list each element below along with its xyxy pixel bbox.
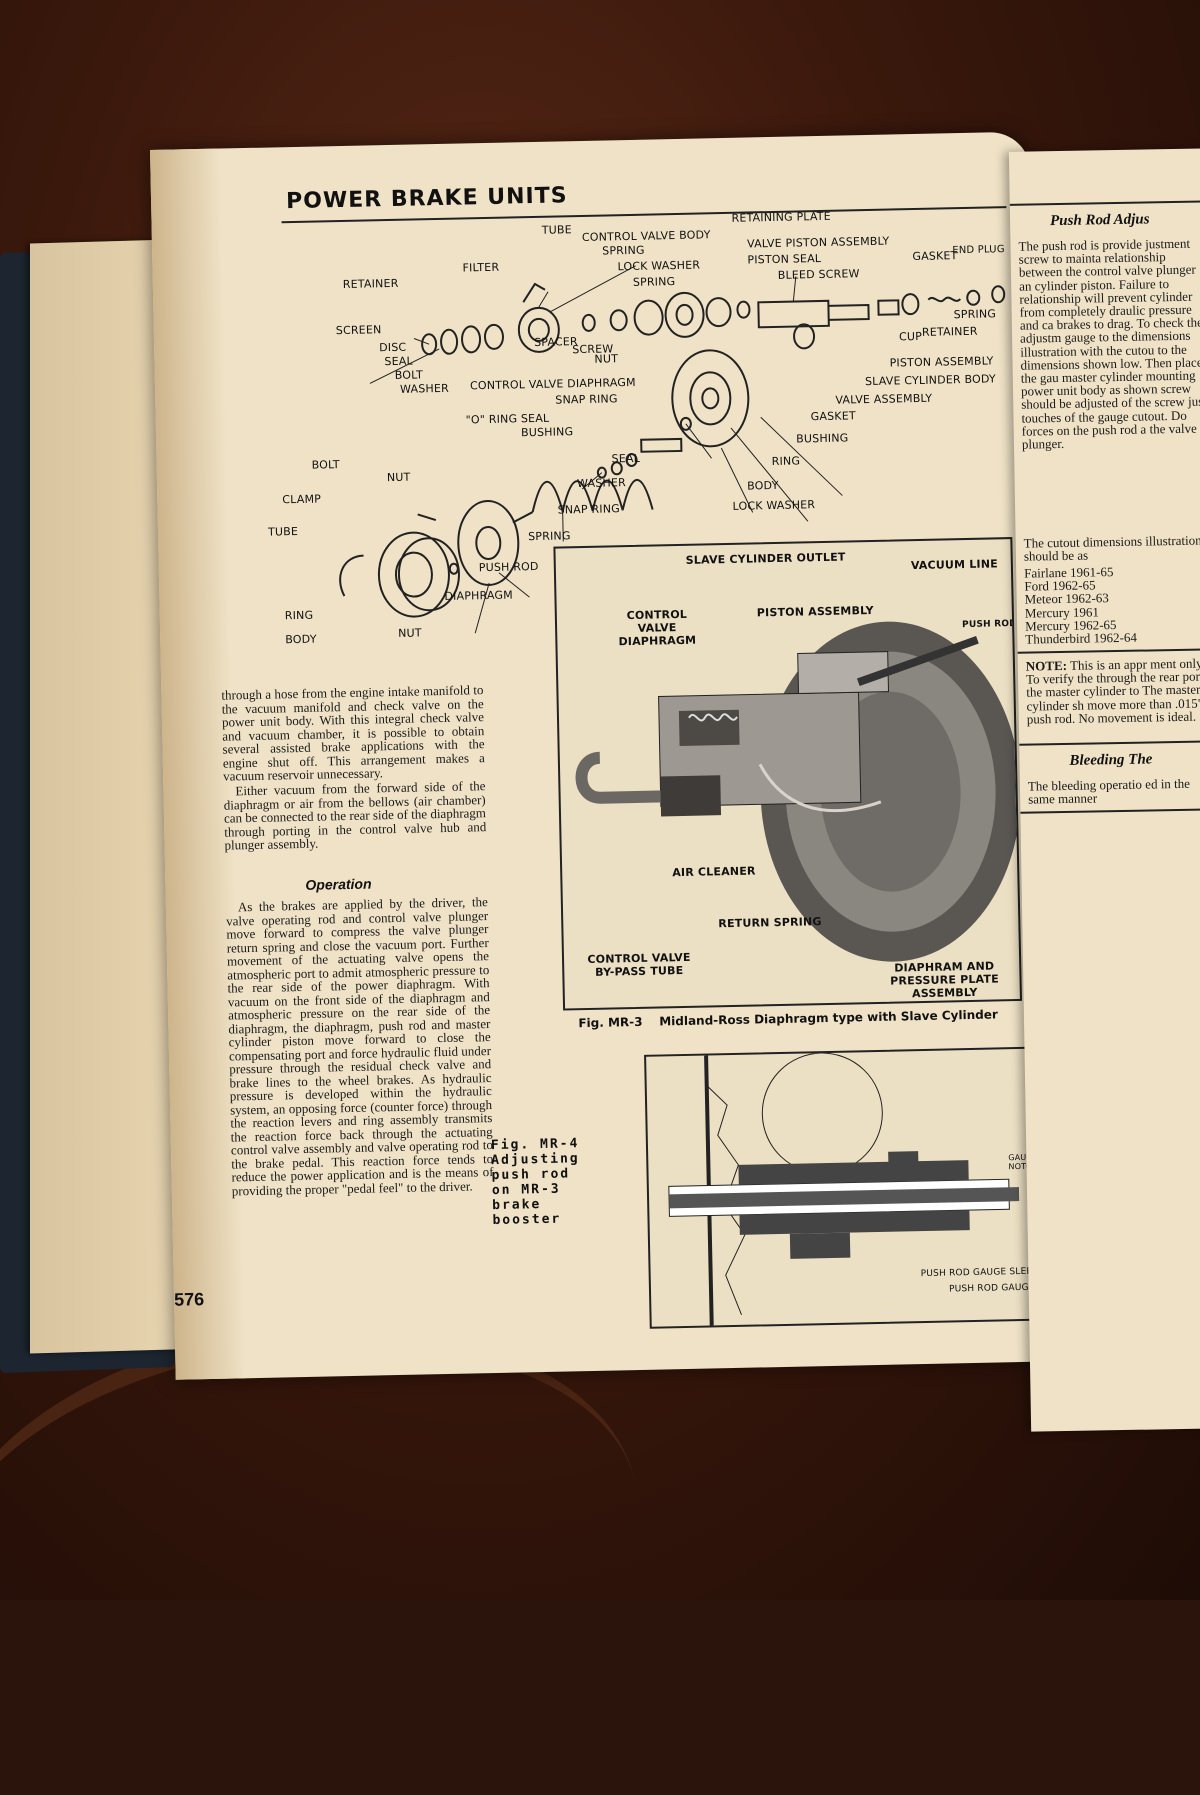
paragraph-1: through a hose from the engine intake ma…: [221, 682, 485, 784]
bleeding-bottom-rule: [1020, 808, 1200, 814]
bleeding-text: The bleeding operatio ed in the same man…: [1027, 775, 1191, 807]
label-bypass-tube: CONTROL VALVE BY-PASS TUBE: [587, 950, 691, 979]
label-piston-seal: PISTON SEAL: [747, 251, 822, 267]
section-title: POWER BRAKE UNITS: [285, 183, 568, 215]
fig-mr3-illustration: SLAVE CYLINDER OUTLET VACUUM LINE CONTRO…: [553, 537, 1023, 1011]
right-page-title: Push Rod Adjus: [1049, 211, 1150, 230]
label-bolt-left: BOLT: [311, 458, 340, 472]
label-gasket-top: GASKET: [912, 249, 958, 264]
operation-text: As the brakes are applied by the driver,…: [225, 894, 494, 1199]
fig-mr3-title: Midland-Ross Diaphragm type with Slave C…: [659, 1007, 998, 1029]
label-return-spring: RETURN SPRING: [718, 915, 822, 931]
label-snap-ring-low: SNAP RING: [557, 502, 621, 517]
label-bushing-left: BUSHING: [520, 425, 574, 440]
label-snap-ring-top: SNAP RING: [555, 392, 618, 407]
label-nut-low: NUT: [398, 626, 422, 640]
label-ring-low: RING: [284, 608, 314, 623]
label-screen: SCREEN: [335, 323, 382, 338]
label-nut-left: NUT: [386, 470, 411, 485]
label-push-rod: PUSH ROD: [478, 559, 539, 575]
label-clamp: CLAMP: [282, 492, 322, 507]
label-air-cleaner: AIR CLEANER: [672, 864, 756, 880]
label-disc: DISC: [379, 340, 407, 355]
label-slave-cylinder-body: SLAVE CYLINDER BODY: [864, 372, 997, 389]
left-page: POWER BRAKE UNITS: [150, 131, 1056, 1380]
label-bleed-screw: BLEED SCREW: [777, 267, 860, 282]
label-piston-assembly-fig3: PISTON ASSEMBLY: [756, 603, 874, 620]
label-ring-mid: RING: [771, 454, 801, 469]
label-body-low: BODY: [285, 632, 317, 647]
label-nut-top: NUT: [594, 352, 619, 366]
bleeding-rule: [1019, 740, 1200, 746]
label-vacuum-line: VACUUM LINE: [910, 557, 999, 573]
fig-mr3-id: Fig. MR-3: [578, 1014, 643, 1031]
label-lock-washer-top: LOCK WASHER: [617, 258, 701, 274]
fig-mr3-caption: Fig. MR-3 Midland-Ross Diaphragm type wi…: [578, 1007, 998, 1030]
label-pressure-plate: DIAPHRAM AND PRESSURE PLATE ASSEMBLY: [890, 959, 1000, 1001]
right-page-top-rule: [1009, 200, 1200, 206]
paragraph-2: Either vacuum from the forward side of t…: [223, 778, 487, 853]
note-rule: [1017, 648, 1200, 654]
label-diaphragm: DIAPHRAGM: [444, 588, 514, 603]
label-spring-right: SPRING: [953, 307, 997, 322]
booster-cutaway-drawing: [575, 621, 1021, 962]
label-valve-assembly: VALVE ASSEMBLY: [835, 391, 933, 407]
operation-heading: Operation: [305, 875, 372, 893]
push-rod-gauge-drawing: [668, 1052, 1020, 1326]
label-control-valve-diaphragm-fig3: CONTROL VALVE DIAPHRAGM: [618, 607, 697, 649]
label-cup: CUP: [898, 329, 923, 344]
label-body-mid: BODY: [747, 478, 779, 493]
label-filter: FILTER: [462, 260, 500, 275]
label-end-plug: END PLUG: [952, 244, 1005, 257]
label-seal: SEAL: [384, 354, 414, 369]
label-washer-mid: WASHER: [576, 476, 627, 491]
label-bushing-right: BUSHING: [796, 431, 849, 446]
label-seal-mid: SEAL: [611, 451, 641, 466]
label-gasket-mid: GASKET: [810, 409, 856, 424]
label-tube: TUBE: [541, 223, 572, 237]
label-washer-top: WASHER: [399, 381, 450, 396]
label-retainer-right: RETAINER: [921, 324, 978, 339]
exploded-view-diagram: [339, 265, 1006, 634]
note-box: NOTE: This is an appr ment only. To veri…: [1026, 656, 1200, 727]
label-push-rod-fig3: PUSH ROD: [962, 618, 1017, 631]
label-bolt-top: BOLT: [394, 368, 424, 382]
right-page-paragraph: The push rod is provide justment screw t…: [1018, 235, 1200, 452]
label-control-valve-body: CONTROL VALVE BODY: [581, 228, 711, 244]
bleeding-title: Bleeding The: [1069, 751, 1153, 769]
label-lock-washer-low: LOCK WASHER: [732, 498, 816, 513]
label-spring-mid: SPRING: [632, 275, 676, 289]
page-number: 576: [173, 1289, 205, 1310]
spec-row: Thunderbird 1962-64: [1025, 629, 1138, 647]
fig-mr4-illustration: GAUGE NOTCH PUSH ROD GAUGE SLEEVE PUSH R…: [644, 1046, 1044, 1329]
label-retainer-left: RETAINER: [342, 276, 399, 291]
label-tube-left: TUBE: [267, 524, 299, 539]
cutout-intro: The cutout dimensions illustration shoul…: [1023, 532, 1200, 564]
label-piston-assembly: PISTON ASSEMBLY: [889, 354, 994, 370]
label-o-ring-seal: "O" RING SEAL: [465, 411, 550, 427]
label-retaining-plate: RETAINING PLATE: [731, 209, 831, 225]
spec-list: Fairlane 1961-65 Ford 1962-65 Meteor 196…: [1024, 563, 1200, 647]
label-spring-top: SPRING: [602, 243, 645, 258]
label-spring-low: SPRING: [528, 529, 571, 544]
right-page: Push Rod Adjus The push rod is provide j…: [1008, 148, 1200, 1432]
fig-mr4-caption: Fig. MR-4 Adjusting push rod on MR-3 bra…: [490, 1136, 580, 1229]
